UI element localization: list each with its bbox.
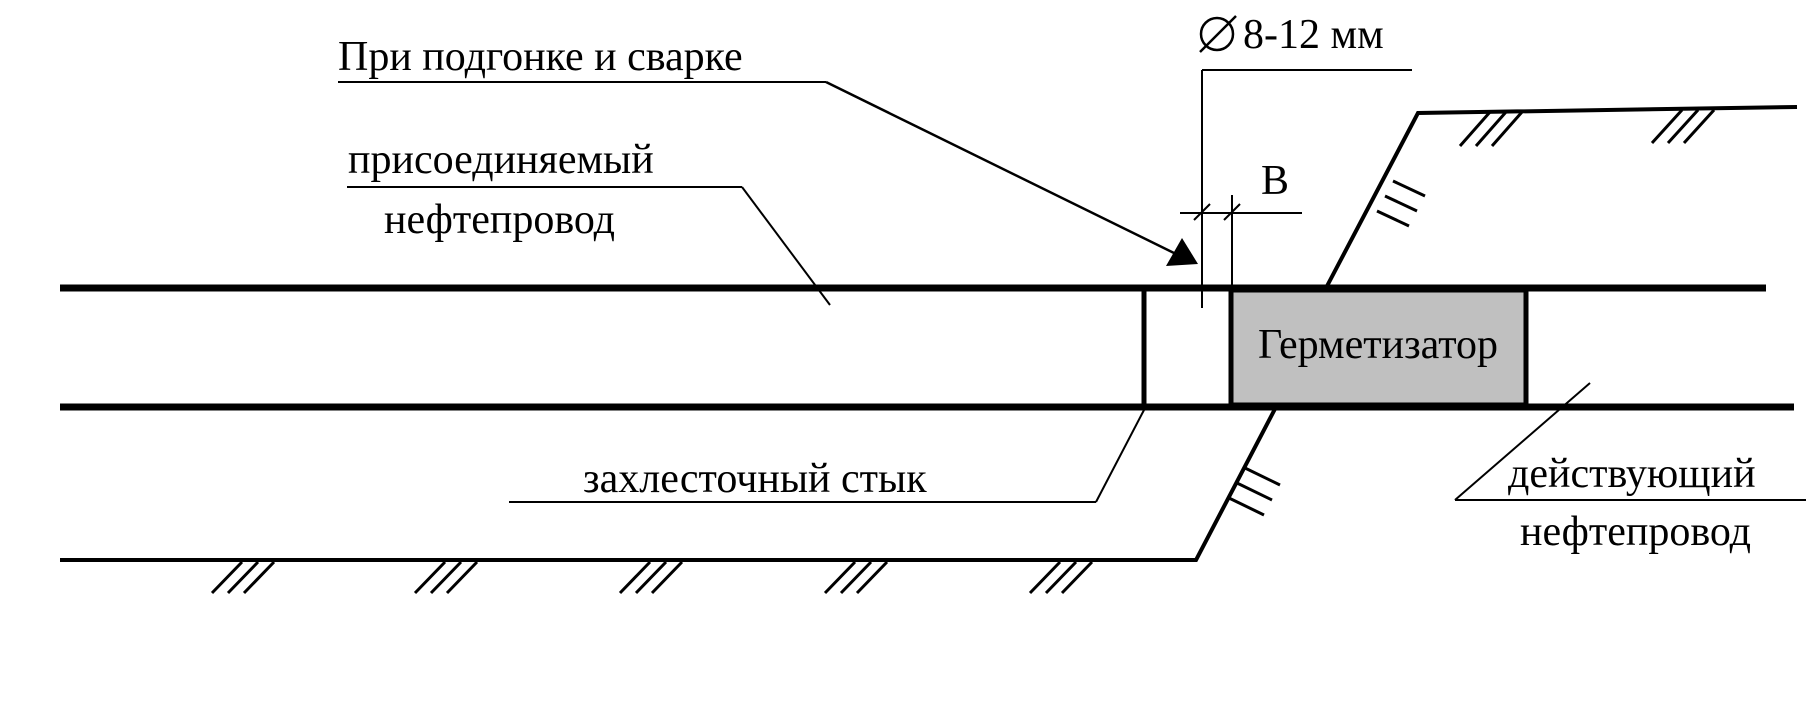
dimension-tick-left xyxy=(1193,203,1211,221)
fitting-note-leader xyxy=(825,80,1177,256)
active-pipeline-leader xyxy=(1454,382,1591,501)
connected-pipeline-label-line1: присоединяемый xyxy=(348,137,654,183)
hole-diameter-label: 8-12 мм xyxy=(1243,12,1384,58)
connected-pipeline-label-line2: нефтепровод xyxy=(384,197,615,243)
sealer-label: Герметизатор xyxy=(1258,322,1498,368)
dimension-tick-right xyxy=(1223,203,1241,221)
closing-joint-label: захлесточный стык xyxy=(583,456,927,502)
active-pipeline-label-line1: действующий xyxy=(1508,451,1756,497)
arrowhead-icon xyxy=(1166,238,1198,266)
closing-joint-leader xyxy=(1095,409,1145,503)
fitting-note-label: При подгонке и сварке xyxy=(338,34,743,80)
active-pipeline-label-line2: нефтепровод xyxy=(1520,509,1751,555)
gap-label: В xyxy=(1261,158,1289,204)
connected-pipeline-leader xyxy=(741,186,831,306)
sealer-block xyxy=(1228,287,1529,408)
trench-slope-upper xyxy=(1324,105,1798,289)
ground-hatch-icon xyxy=(210,108,1716,595)
trench-outline xyxy=(60,406,1278,562)
diameter-symbol-icon xyxy=(1199,15,1237,53)
